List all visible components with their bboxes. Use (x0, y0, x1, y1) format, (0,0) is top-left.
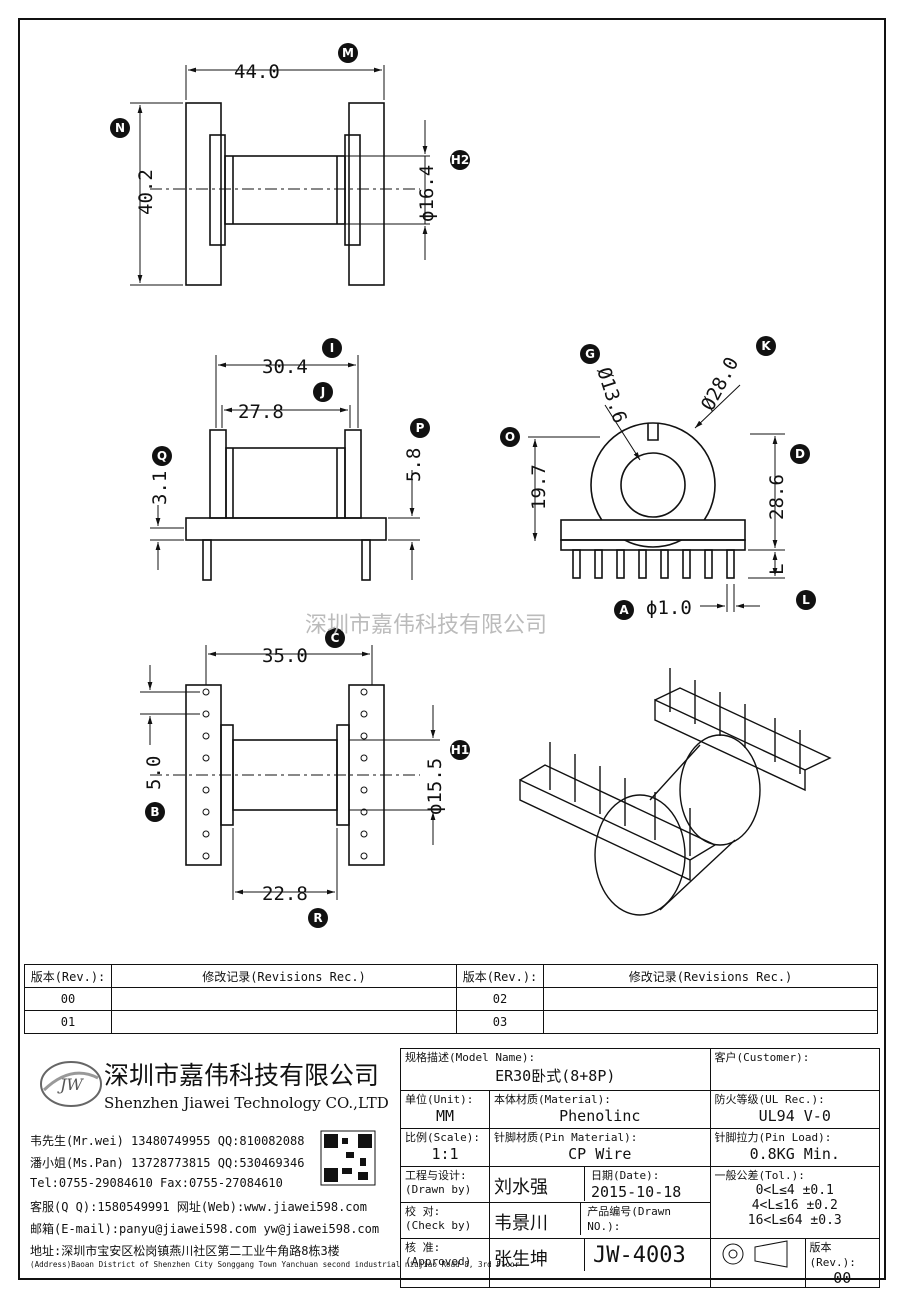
company-block: JW 深圳市嘉伟科技有限公司 Shenzhen Jiawei Technolog… (24, 1050, 519, 1278)
marker-i: I (330, 341, 334, 355)
dim-c-text: 35.0 (262, 645, 308, 667)
projection-symbol-icon (722, 1240, 788, 1268)
dim-r-text: 22.8 (262, 883, 308, 905)
date-value: 2015-10-18 (591, 1183, 682, 1201)
marker-c: C (331, 631, 340, 645)
drawn-by-value: 刘水强 (494, 1167, 585, 1201)
contact-line: 韦先生(Mr.wei) 13480749955 QQ:810082088 (30, 1134, 305, 1148)
material-value: Phenolinc (559, 1107, 641, 1125)
title-block: 规格描述(Model Name): ER30卧式(8+8P) 客户(Custom… (400, 1048, 881, 1288)
contact-line: Tel:0755-29084610 Fax:0755-27084610 (30, 1176, 283, 1190)
marker-q: Q (157, 449, 167, 463)
model-value: ER30卧式(8+8P) (495, 1067, 616, 1085)
marker-n: N (115, 121, 125, 135)
marker-m: M (342, 46, 354, 60)
marker-p: P (416, 421, 425, 435)
contact-line: 客服(Q Q):1580549991 网址(Web):www.jiawei598… (30, 1200, 367, 1214)
dim-i-text: 30.4 (262, 356, 308, 378)
rev-header: 版本(Rev.): (24, 964, 112, 988)
tolerance-row: 0<L≤4 ±0.1 (755, 1183, 834, 1198)
pin-load-value: 0.8KG Min. (749, 1145, 840, 1163)
marker-k: K (761, 339, 771, 353)
dim-q-text: 3.1 (149, 471, 171, 505)
marker-h2: H2 (451, 153, 469, 167)
address-en: (Address)Baoan District of Shenzhen City… (30, 1260, 520, 1269)
dim-a-text: ϕ1.0 (646, 597, 692, 619)
rev-value: 00 (833, 1269, 852, 1287)
watermark-text: 深圳市嘉伟科技有限公司 (305, 613, 547, 638)
rec-header-2: 修改记录(Revisions Rec.) (543, 964, 878, 988)
ul-value: UL94 V-0 (758, 1107, 831, 1125)
tolerance-row: 16<L≤64 ±0.3 (747, 1213, 842, 1228)
bottom-view (140, 645, 440, 900)
contact-line: 邮箱(E-mail):panyu@jiawei598.com yw@jiawei… (30, 1222, 380, 1236)
dim-j-text: 27.8 (238, 401, 284, 423)
scale-value: 1:1 (431, 1145, 459, 1163)
check-by-value: 韦景川 (494, 1203, 582, 1235)
marker-d: D (795, 447, 805, 461)
rev-header-2: 版本(Rev.): (456, 964, 544, 988)
marker-o: O (505, 430, 515, 444)
marker-b: B (150, 805, 159, 819)
dim-p-text: 5.8 (403, 448, 425, 482)
dim-o-text: 19.7 (528, 464, 550, 510)
table-row: 01 03 (24, 1010, 878, 1034)
marker-l: L (802, 593, 810, 607)
dim-d-text: 28.6 (766, 474, 788, 520)
dim-b-text: 5.0 (143, 756, 165, 790)
dim-k-text: Ø28.0 (697, 354, 743, 415)
isometric-view (519, 668, 832, 916)
revision-table: 版本(Rev.): 修改记录(Revisions Rec.) 版本(Rev.):… (24, 964, 878, 1034)
technical-drawing: 44.0 40.2 ϕ16.4 30.4 27.8 5.8 3.1 Ø13.6 … (110, 43, 832, 928)
dim-m-text: 44.0 (234, 61, 280, 83)
table-row: 00 02 (24, 987, 878, 1011)
dim-l-text: L (766, 564, 788, 575)
rec-header: 修改记录(Revisions Rec.) (111, 964, 457, 988)
marker-j: J (320, 385, 325, 399)
model-label: 规格描述(Model Name): (405, 1051, 536, 1064)
marker-g: G (585, 347, 595, 361)
marker-a: A (619, 603, 629, 617)
top-view (130, 65, 430, 286)
qr-code-icon (320, 1130, 376, 1186)
contact-line: 潘小姐(Ms.Pan) 13728773815 QQ:530469346 (30, 1156, 305, 1170)
pin-material-value: CP Wire (568, 1145, 632, 1163)
dim-h1-text: ϕ15.5 (424, 758, 446, 815)
tolerance-row: 4<L≤16 ±0.2 (751, 1198, 838, 1213)
marker-r: R (313, 911, 322, 925)
unit-value: MM (435, 1107, 455, 1125)
marker-h1: H1 (451, 743, 469, 757)
contact-line: 地址:深圳市宝安区松岗镇燕川社区第二工业牛角路8栋3楼 (30, 1244, 340, 1258)
dim-h2-text: ϕ16.4 (416, 165, 438, 222)
drawn-no-value: JW-4003 (593, 1243, 686, 1268)
reference-markers: M N H2 I J P Q G K O D L A C B H1 R (110, 43, 816, 928)
side-view (528, 384, 785, 612)
dim-g-text: Ø13.6 (592, 365, 631, 426)
approved-by-value: 张生坤 (494, 1239, 585, 1271)
customer-label: 客户(Customer): (714, 1051, 810, 1064)
company-logo: JW (40, 1061, 102, 1107)
company-name-cn: 深圳市嘉伟科技有限公司 (104, 1061, 380, 1090)
company-name-en: Shenzhen Jiawei Technology CO.,LTD (104, 1094, 389, 1112)
svg-text:JW: JW (57, 1075, 84, 1094)
front-view (150, 355, 420, 581)
dim-n-text: 40.2 (135, 169, 157, 215)
